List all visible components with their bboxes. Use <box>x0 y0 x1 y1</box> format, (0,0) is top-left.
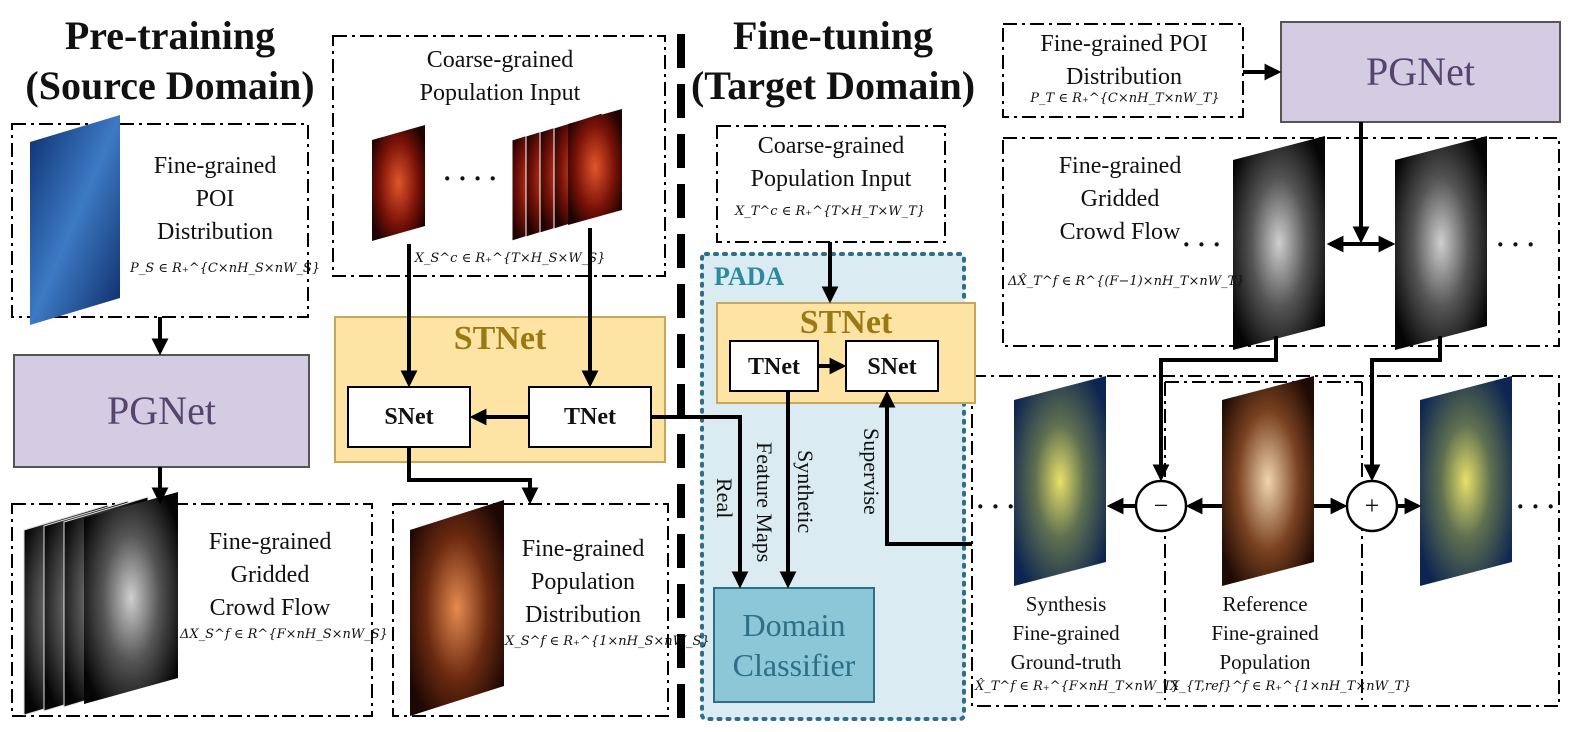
arrow-real-to-classifier <box>651 415 749 589</box>
population-source-line2: Population <box>530 569 635 595</box>
reference-math: X_{T,ref}^f ∈ R₊^{1×nH_T×nW_T} <box>1170 679 1412 694</box>
arrow-crowd-to-plus <box>1363 336 1442 482</box>
coarse-target-label: Coarse-grained Population Input <box>720 130 942 196</box>
coarse-target-math: X_T^c ∈ R₊^{T×H_T×W_T} <box>734 204 926 219</box>
panel-poi-source <box>11 123 309 318</box>
pretrain-title: Pre-training (Source Domain) <box>20 16 320 106</box>
pretrain-title-line1: Pre-training <box>64 13 276 58</box>
poi-source-math: P_S ∈ R₊^{C×nH_S×nW_S} <box>130 261 321 276</box>
crowd-target-math: ΔX̂_T^f ∈ R^{(F−1)×nH_T×nW_T} <box>1008 274 1245 289</box>
arrow-crowd-to-minus <box>1152 336 1278 482</box>
finetune-title-line1: Fine-tuning <box>732 13 934 58</box>
pgnet-source-box <box>13 354 310 468</box>
synthesis-label: Synthesis Fine-grained Ground-truth <box>982 590 1150 677</box>
crowd-source-line3: Crowd Flow <box>209 595 331 621</box>
poi-target-label: Fine-grained POI Distribution <box>1010 28 1238 94</box>
reference-label: Reference Fine-grained Population <box>1185 590 1345 677</box>
crowd-source-maps <box>23 492 178 716</box>
crowd-source-math: ΔX_S^f ∈ R^{F×nH_S×nW_S} <box>180 627 388 642</box>
bottom-dots-left: · · · <box>976 492 1016 521</box>
snet-target-box <box>845 340 939 392</box>
population-source-line1: Fine-grained <box>521 536 645 562</box>
crowd-source-line2: Gridded <box>230 562 310 588</box>
poi-source-line3: Distribution <box>156 219 273 245</box>
poi-target-line2: Distribution <box>1065 64 1182 90</box>
crowd-target-line3: Crowd Flow <box>1059 219 1181 245</box>
synthesis-line3: Ground-truth <box>1010 650 1122 674</box>
poi-target-line1: Fine-grained POI <box>1040 31 1208 57</box>
synthesis-map <box>1014 376 1106 586</box>
plus-sign: + <box>1364 491 1380 520</box>
arrow-snet-to-population <box>407 447 539 505</box>
reference-map <box>1222 376 1314 586</box>
crowd-target-label: Fine-grained Gridded Crowd Flow <box>1040 150 1200 249</box>
panel-poi-target <box>1002 23 1244 118</box>
pgnet-source-label: PGNet <box>107 388 216 433</box>
population-source-label: Fine-grained Population Distribution <box>508 533 658 632</box>
coarse-source-dots: · · · · <box>442 164 498 193</box>
stnet-target-title: STNet <box>799 304 893 341</box>
pretrain-title-line2: (Source Domain) <box>25 63 315 108</box>
reference-line3: Population <box>1219 650 1311 674</box>
poi-target-math: P_T ∈ R₊^{C×nH_T×nW_T} <box>1030 91 1220 106</box>
population-source-line3: Distribution <box>524 602 641 628</box>
tnet-source-label: TNet <box>564 404 616 430</box>
tnet-source-box <box>528 386 652 448</box>
synthesis-math: X̂_T^f ∈ R₊^{F×nH_T×nW_T} <box>975 679 1180 694</box>
domain-classifier-line1: Domain <box>742 607 846 643</box>
snet-target-label: SNet <box>867 354 917 380</box>
minus-sign: − <box>1153 491 1169 520</box>
pada-label: PADA <box>714 262 785 291</box>
crowd-target-dots-left: · · · <box>1182 230 1222 259</box>
supervise-label: Supervise <box>859 428 884 515</box>
crowd-source-label: Fine-grained Gridded Crowd Flow <box>190 526 350 625</box>
coarse-source-label: Coarse-grained Population Input <box>370 44 630 110</box>
stnet-source-title: STNet <box>453 320 547 357</box>
domain-classifier-box <box>713 587 875 703</box>
snet-source-box <box>347 386 471 448</box>
synthesis-line2: Fine-grained <box>1012 621 1120 645</box>
domain-classifier-line2: Classifier <box>732 647 856 683</box>
finetune-title-line2: (Target Domain) <box>690 63 976 108</box>
panel-crowd-target <box>1002 137 1560 347</box>
reference-line2: Fine-grained <box>1211 621 1319 645</box>
snet-source-label: SNet <box>384 404 434 430</box>
arrow-supervise <box>878 390 972 546</box>
poi-source-label: Fine-grained POI Distribution <box>140 150 290 249</box>
tnet-target-box <box>729 340 819 392</box>
crowd-target-dots-right: · · · <box>1496 230 1536 259</box>
population-source-map <box>410 500 504 716</box>
synthesis-line1: Synthesis <box>1025 592 1107 616</box>
pgnet-target-box <box>1280 21 1561 123</box>
coarse-source-line1: Coarse-grained <box>426 47 574 73</box>
finetune-title: Fine-tuning (Target Domain) <box>688 16 978 106</box>
panel-coarse-target <box>716 125 946 243</box>
crowd-target-line2: Gridded <box>1080 186 1160 212</box>
population-source-math: X_S^f ∈ R₊^{1×nH_S×nW_S} <box>505 634 710 649</box>
bottom-dots-right: · · · <box>1516 492 1556 521</box>
poi-source-line2: POI <box>195 186 235 212</box>
feature-maps-label: Feature Maps <box>752 442 777 563</box>
panel-bottom-right <box>971 375 1560 707</box>
reference-line1: Reference <box>1222 592 1308 616</box>
domain-classifier-label: Domain Classifier <box>714 605 874 685</box>
output-map <box>1420 376 1512 586</box>
coarse-target-line1: Coarse-grained <box>757 133 905 159</box>
coarse-source-maps <box>372 109 622 242</box>
panel-crowd-source <box>11 503 373 717</box>
coarse-source-line2: Population Input <box>419 80 581 106</box>
crowd-target-line1: Fine-grained <box>1058 153 1182 179</box>
real-label: Real <box>712 478 737 519</box>
tnet-target-label: TNet <box>748 354 800 380</box>
coarse-source-math: X_S^c ∈ R₊^{T×H_S×W_S} <box>414 251 606 266</box>
coarse-target-line2: Population Input <box>750 166 912 192</box>
crowd-source-line1: Fine-grained <box>208 529 332 555</box>
crowd-target-maps <box>1233 136 1487 350</box>
synthetic-label: Synthetic <box>793 450 818 534</box>
poi-source-map <box>30 115 120 325</box>
pgnet-target-label: PGNet <box>1366 49 1475 94</box>
panel-coarse-source <box>332 35 666 277</box>
poi-source-line1: Fine-grained <box>153 153 277 179</box>
